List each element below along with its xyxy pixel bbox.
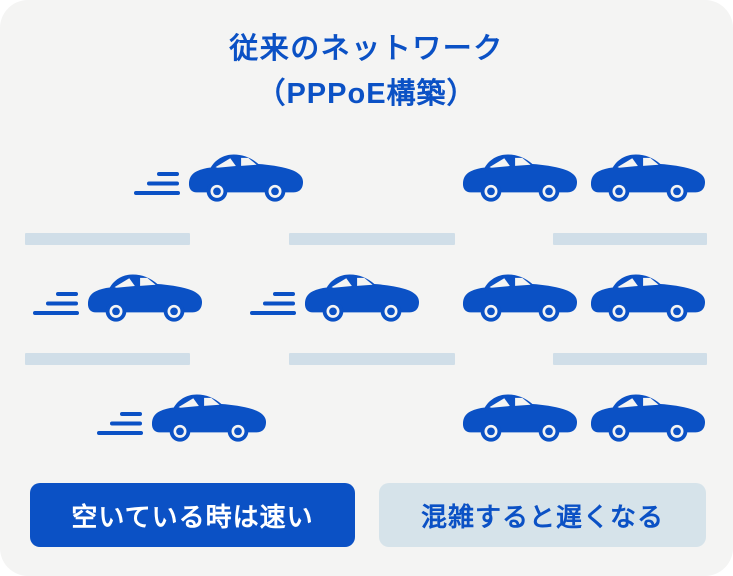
speed-lines-icon (250, 292, 296, 315)
car-side-icon (303, 271, 421, 323)
speed-lines-icon (134, 172, 180, 195)
speed-lines-icon (97, 412, 143, 435)
car-side-icon (589, 151, 707, 203)
diagram-title-line1: 従来のネットワーク (229, 33, 504, 65)
speed-lines-icon (33, 292, 79, 315)
car-side-icon (461, 151, 579, 203)
car-side-icon (187, 151, 305, 203)
car-side-icon (86, 271, 204, 323)
fast-when-empty-label: 空いている時は速い (71, 501, 314, 532)
lane-divider-dash (553, 233, 707, 245)
lane-divider-dash (553, 353, 707, 365)
lane-divider-dash (289, 353, 455, 365)
car-side-icon (150, 391, 268, 443)
car-side-icon (589, 391, 707, 443)
lane-divider-dash (289, 233, 455, 245)
diagram-title: 従来のネットワーク （PPPoE構築） (0, 27, 733, 117)
slow-when-congested-badge: 混雑すると遅くなる (379, 483, 706, 547)
lane-divider-dash (25, 353, 190, 365)
car-side-icon (589, 271, 707, 323)
diagram-title-line2: （PPPoE構築） (256, 78, 477, 110)
lane-divider-dash (25, 233, 190, 245)
slow-when-congested-label: 混雑すると遅くなる (420, 501, 664, 532)
car-side-icon (461, 391, 579, 443)
car-side-icon (461, 271, 579, 323)
fast-when-empty-badge: 空いている時は速い (30, 483, 355, 547)
